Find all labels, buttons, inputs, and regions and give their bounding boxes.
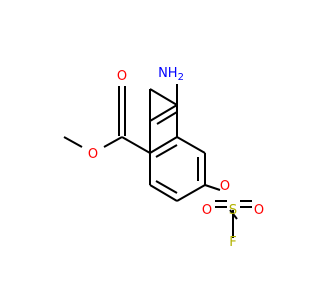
molecule-structure: O O NH2 O S O O F [63, 66, 264, 250]
bond-ring-carbonyl [121, 136, 151, 154]
amine-subscript: 2 [178, 72, 184, 83]
atom-ester-o: O [88, 147, 98, 162]
atom-labels: O O NH2 O S O O F [88, 66, 264, 250]
atom-sulfonyl-o-left: O [202, 203, 212, 218]
bond-ring-o [204, 184, 221, 191]
bond-c2-top-inner [156, 111, 178, 125]
bond-c3-c7-top [149, 136, 178, 154]
atom-ring-o: O [220, 179, 230, 194]
bond-carbonyl-ester-o [103, 136, 123, 148]
atom-sulfonyl-o-right: O [254, 203, 264, 218]
bond-c5-c6 [176, 184, 206, 202]
atom-fluorine: F [229, 235, 236, 250]
atom-carbonyl-o: O [117, 69, 127, 84]
atom-amine-n: NH2 [158, 66, 184, 83]
bond-c6-c7-inner [155, 180, 178, 194]
bond-ester-o-methyl [63, 136, 83, 148]
atom-sulfur: S [229, 203, 237, 218]
bond-c2-top [149, 104, 178, 122]
amine-label: NH [158, 66, 178, 81]
bonds [63, 84, 252, 238]
bond-c1-c2 [149, 88, 178, 106]
bond-c6-c7 [149, 184, 178, 202]
bond-c3-c4 [176, 136, 206, 154]
bond-c3-c7-inner [155, 144, 178, 158]
